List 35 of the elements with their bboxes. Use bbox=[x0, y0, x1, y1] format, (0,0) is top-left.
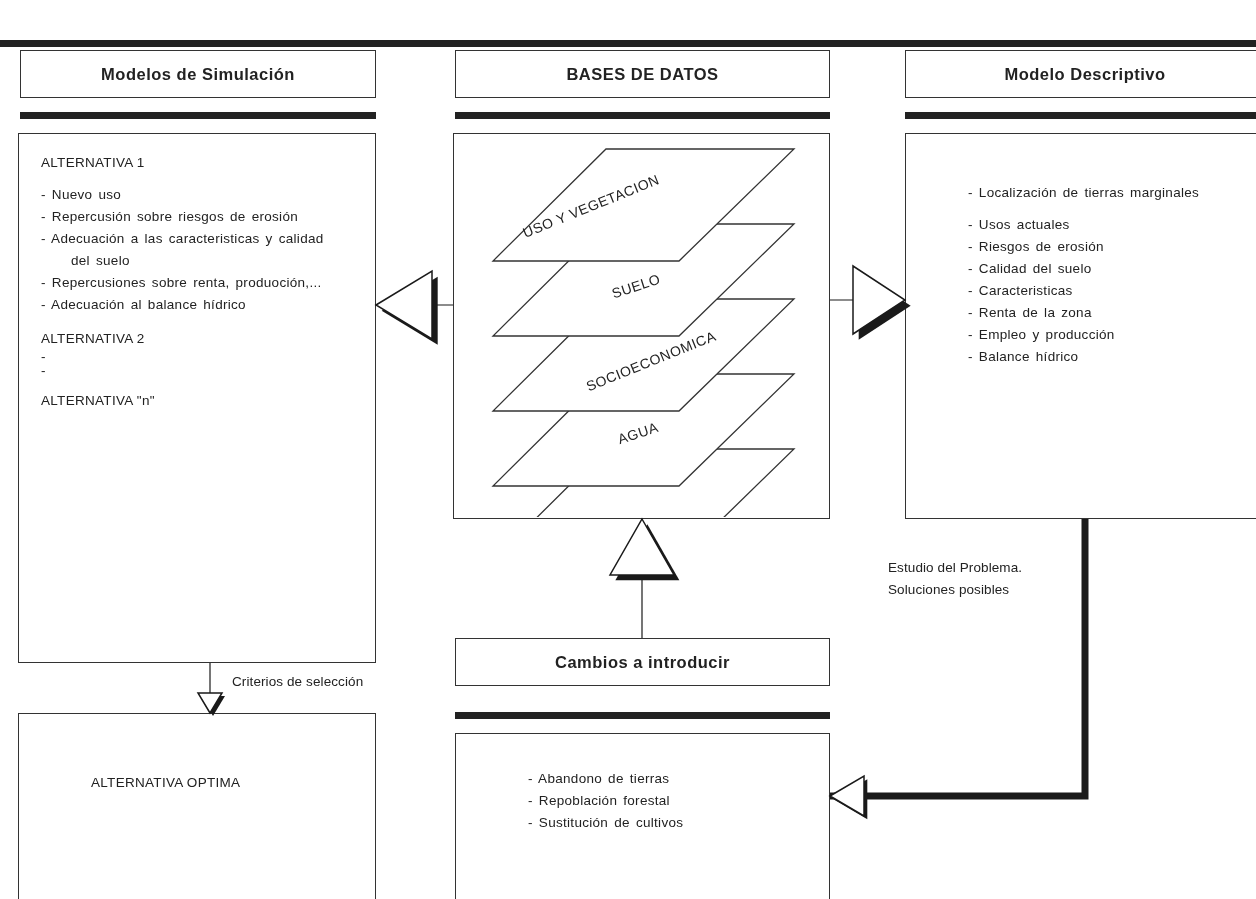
list-item: - Nuevo uso bbox=[41, 186, 123, 204]
arrow bbox=[829, 264, 911, 340]
text-line: ALTERNATIVA 1 bbox=[41, 154, 146, 172]
layer-label: SUELO bbox=[609, 270, 663, 302]
list-item: - Localización de tierras marginales bbox=[968, 184, 1201, 202]
list-item: - Adecuación al balance hídrico bbox=[41, 296, 247, 314]
list-item: - Repercusión sobre riesgos de erosión bbox=[41, 208, 300, 226]
list-item: - Renta de la zona bbox=[968, 304, 1093, 322]
list-item: - Caracteristicas bbox=[968, 282, 1074, 300]
database-box bbox=[453, 133, 830, 519]
header-box: Modelo Descriptivo bbox=[905, 50, 1256, 98]
layer-label: AGUA bbox=[615, 418, 661, 448]
text-box bbox=[18, 713, 376, 899]
list-item: - Usos actuales bbox=[968, 216, 1071, 234]
arrow bbox=[196, 662, 225, 716]
list-item: - Sustitución de cultivos bbox=[528, 814, 685, 832]
list-item: - Balance hídrico bbox=[968, 348, 1080, 366]
text-line: ALTERNATIVA 2 bbox=[41, 330, 146, 348]
text-line: ALTERNATIVA OPTIMA bbox=[91, 774, 242, 792]
text-box bbox=[905, 133, 1256, 519]
list-item: - Calidad del suelo bbox=[968, 260, 1093, 278]
arrow bbox=[374, 269, 454, 345]
header-box: Cambios a introducir bbox=[455, 638, 830, 686]
header-box: Modelos de Simulación bbox=[20, 50, 376, 98]
text-line: ALTERNATIVA "n" bbox=[41, 392, 156, 410]
list-item: - Riesgos de erosión bbox=[968, 238, 1105, 256]
header-box: BASES DE DATOS bbox=[455, 50, 830, 98]
list-item: - Empleo y producción bbox=[968, 326, 1116, 344]
list-item: - Repercusiones sobre renta, produoción,... bbox=[41, 274, 323, 292]
list-item: - Abandono de tierras bbox=[528, 770, 671, 788]
text-box bbox=[455, 733, 830, 899]
list-item: - Repoblación forestal bbox=[528, 792, 671, 810]
arrow bbox=[608, 517, 680, 639]
list-item: - Adecuación a las caracteristicas y calidad del suelo bbox=[41, 230, 325, 270]
text-box bbox=[18, 133, 376, 663]
